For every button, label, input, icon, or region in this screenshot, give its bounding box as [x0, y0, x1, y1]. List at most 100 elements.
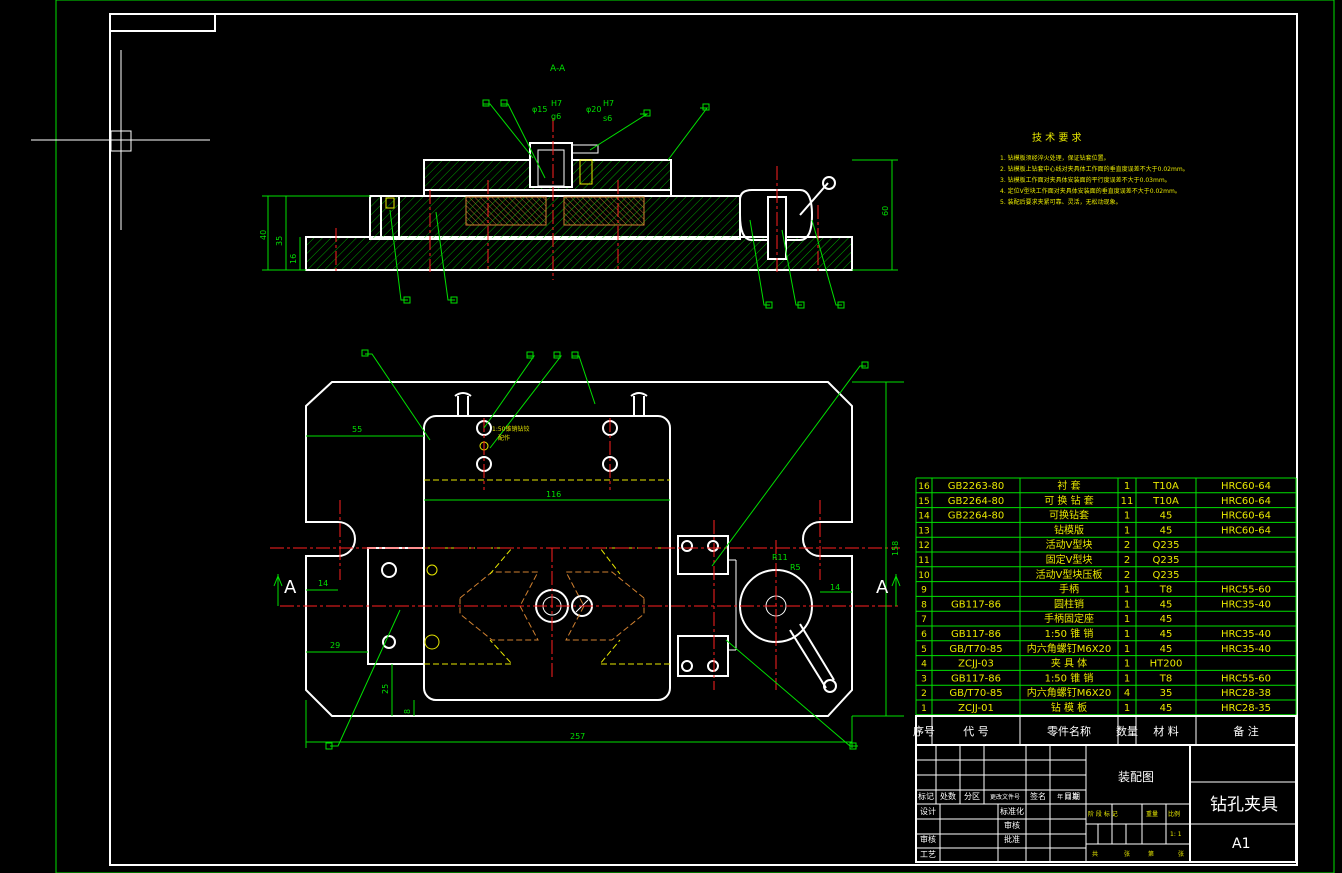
dim-14-right: 14 — [830, 583, 840, 592]
scale-value: 1: 1 — [1170, 831, 1182, 838]
parts-cell-note: HRC28-35 — [1221, 703, 1271, 714]
parts-cell-no: 5 — [921, 645, 927, 655]
parts-cell-material: HT200 — [1150, 659, 1183, 670]
parts-header-no: 序号 — [913, 724, 935, 738]
crosshair-cursor[interactable] — [31, 50, 210, 230]
parts-cell-material: Q235 — [1153, 540, 1180, 551]
parts-cell-code: GB2264-80 — [948, 496, 1004, 507]
dim-14-left: 14 — [318, 579, 328, 588]
parts-cell-code: GB2264-80 — [948, 511, 1004, 522]
title-block-mid-label: 批准 — [1004, 834, 1020, 844]
parts-cell-no: 14 — [918, 512, 930, 522]
fit-label-2-num: H7 — [603, 99, 614, 108]
parts-cell-code: GB117-86 — [951, 673, 1001, 684]
section-view — [262, 99, 898, 309]
parts-list-grid — [915, 477, 1297, 745]
drawing-border — [109, 13, 1298, 866]
taper-note-2: 配作 — [498, 434, 510, 442]
parts-cell-no: 8 — [921, 600, 927, 610]
title-block-mid-label: 标准化 — [1000, 806, 1024, 816]
parts-cell-no: 15 — [918, 497, 929, 507]
parts-cell-name: 内六角螺钉M6X20 — [1027, 642, 1112, 655]
sheet-total-1: 共 — [1092, 850, 1098, 858]
parts-cell-name: 可 换 钻 套 — [1044, 494, 1094, 507]
fit-label-2-den: s6 — [603, 114, 612, 123]
dim-158: 158 — [891, 541, 900, 556]
parts-cell-code: GB/T70-85 — [949, 644, 1002, 655]
parts-header-material: 材 料 — [1153, 724, 1179, 738]
parts-cell-qty: 1 — [1124, 644, 1130, 655]
parts-cell-name: 钻 模 板 — [1051, 701, 1087, 714]
title-block-mid-label: 日期 — [1064, 792, 1080, 801]
dim-r11: R11 — [772, 553, 788, 562]
parts-cell-material: 45 — [1160, 644, 1173, 655]
tech-req-item-2: 2. 钻模板上钻套中心线对夹具体工作面的垂直度误差不大于0.02mm。 — [1000, 165, 1189, 173]
sheet-total-2: 张 — [1124, 850, 1130, 858]
parts-cell-qty: 2 — [1124, 555, 1130, 566]
fit-label-1-den: g6 — [551, 112, 561, 121]
corner-tab — [110, 14, 216, 32]
scale-label: 比例 — [1168, 810, 1180, 818]
parts-cell-qty: 4 — [1124, 688, 1130, 699]
parts-cell-qty: 1 — [1124, 511, 1130, 522]
parts-cell-material: 45 — [1160, 525, 1173, 536]
parts-cell-no: 4 — [921, 660, 927, 670]
parts-cell-note: HRC35-40 — [1221, 644, 1271, 655]
parts-cell-no: 12 — [918, 541, 929, 551]
dim-25: 25 — [381, 684, 390, 694]
parts-cell-material: 45 — [1160, 629, 1173, 640]
parts-cell-no: 2 — [921, 689, 927, 699]
parts-cell-no: 11 — [918, 556, 929, 566]
parts-cell-code: GB117-86 — [951, 629, 1001, 640]
sheet-size: A1 — [1232, 836, 1250, 852]
parts-cell-code: ZCJJ-03 — [958, 659, 994, 670]
title-block-left-label: 审核 — [920, 834, 936, 844]
tech-req-item-5: 5. 装配后要求夹紧可靠、灵活，无松动现象。 — [1000, 198, 1122, 206]
title-block: 标记处数分区更改文件号签名年 月 日设计审核工艺标准化审核批准日期 — [915, 715, 1297, 863]
parts-cell-name: 圆柱销 — [1054, 597, 1084, 610]
title-block-row-label: 年 月 日 — [1057, 793, 1079, 801]
parts-cell-name: 钻模版 — [1054, 523, 1084, 536]
parts-cell-no: 7 — [921, 615, 927, 625]
dim-16: 16 — [289, 254, 298, 264]
parts-cell-qty: 1 — [1124, 659, 1130, 670]
parts-cell-note: HRC35-40 — [1221, 629, 1271, 640]
dim-60: 60 — [881, 206, 890, 216]
sheet-no-1: 第 — [1148, 850, 1154, 858]
parts-cell-name: 夹 具 体 — [1051, 657, 1087, 670]
parts-cell-name: 内六角螺钉M6X20 — [1027, 686, 1112, 699]
dim-35: 35 — [275, 236, 284, 246]
section-marker-right: A — [876, 577, 889, 598]
parts-cell-material: 45 — [1160, 703, 1173, 714]
fit-label-1-num: H7 — [551, 99, 562, 108]
parts-cell-no: 6 — [921, 630, 927, 640]
tech-req-item-4: 4. 定位V型块工作面对夹具体安装面的垂直度误差不大于0.02mm。 — [1000, 187, 1181, 195]
parts-cell-note: HRC55-60 — [1221, 585, 1271, 596]
title-block-row-label: 更改文件号 — [990, 793, 1020, 801]
parts-cell-qty: 1 — [1124, 585, 1130, 596]
taper-note-1: 1:50锥销钻铰 — [492, 425, 529, 433]
parts-cell-qty: 11 — [1121, 496, 1134, 507]
parts-cell-material: T10A — [1152, 481, 1179, 492]
title-block-row-label: 签名 — [1030, 791, 1046, 801]
dim-40: 40 — [259, 230, 268, 240]
parts-cell-material: Q235 — [1153, 570, 1180, 581]
parts-cell-no: 3 — [921, 674, 927, 684]
parts-cell-material: T10A — [1152, 496, 1179, 507]
parts-header-qty: 数量 — [1116, 725, 1138, 738]
parts-cell-qty: 1 — [1124, 525, 1130, 536]
title-block-left-label: 设计 — [920, 806, 936, 816]
parts-cell-no: 10 — [918, 571, 930, 581]
tech-req-title: 技 术 要 求 — [1032, 131, 1082, 144]
parts-cell-name: 活动V型块压板 — [1036, 568, 1103, 581]
parts-cell-qty: 1 — [1124, 481, 1130, 492]
dim-116: 116 — [546, 490, 561, 499]
section-marker-left: A — [284, 577, 297, 598]
parts-cell-name: 衬 套 — [1057, 479, 1080, 492]
parts-header-note: 备 注 — [1233, 724, 1259, 738]
parts-cell-note: HRC60-64 — [1221, 481, 1271, 492]
parts-cell-note: HRC60-64 — [1221, 511, 1271, 522]
parts-cell-name: 1:50 锥 销 — [1045, 627, 1094, 640]
parts-cell-qty: 1 — [1124, 703, 1130, 714]
